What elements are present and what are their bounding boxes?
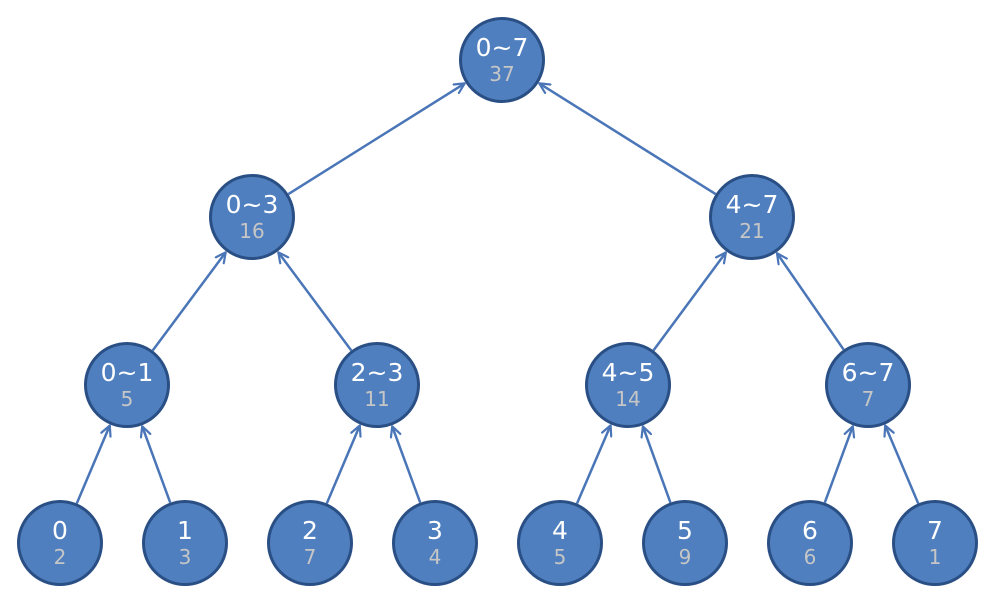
node-range: 1 xyxy=(177,516,193,545)
node-range: 0~7 xyxy=(475,33,529,62)
node-range: 0~1 xyxy=(100,358,154,387)
tree-node-0-1: 0~1 5 xyxy=(84,342,170,428)
edge-arrow-n4_7-to-n0_7 xyxy=(539,83,717,196)
node-sum: 2 xyxy=(53,545,67,569)
node-sum: 37 xyxy=(489,62,515,86)
node-range: 0~3 xyxy=(225,190,279,219)
node-range: 0 xyxy=(52,516,68,545)
tree-node-4-5: 4~5 14 xyxy=(585,342,671,428)
node-range: 3 xyxy=(427,516,443,545)
edge-arrow-n6_7-to-n4_7 xyxy=(777,253,845,351)
edge-arrow-n4_5-to-n4_7 xyxy=(652,252,726,352)
node-sum: 7 xyxy=(303,545,317,569)
node-sum: 5 xyxy=(120,387,134,411)
node-range: 5 xyxy=(677,516,693,545)
node-range: 2~3 xyxy=(350,358,404,387)
node-sum: 3 xyxy=(178,545,192,569)
node-sum: 4 xyxy=(428,545,442,569)
leaf-node-6: 6 6 xyxy=(767,500,853,586)
node-range: 2 xyxy=(302,516,318,545)
leaf-node-4: 4 5 xyxy=(517,500,603,586)
node-sum: 1 xyxy=(928,545,942,569)
leaf-node-3: 3 4 xyxy=(392,500,478,586)
leaf-node-7: 7 1 xyxy=(892,500,978,586)
edge-arrow-n0_3-to-n0_7 xyxy=(287,83,464,196)
node-sum: 7 xyxy=(861,387,875,411)
node-sum: 5 xyxy=(553,545,567,569)
edge-arrow-n1-to-n0_1 xyxy=(142,426,172,504)
node-range: 6~7 xyxy=(841,358,895,387)
node-sum: 11 xyxy=(364,387,390,411)
node-sum: 9 xyxy=(678,545,692,569)
node-sum: 14 xyxy=(615,387,641,411)
edge-arrow-n7-to-n6_7 xyxy=(885,426,920,504)
node-sum: 16 xyxy=(239,219,265,243)
tree-node-0-3: 0~3 16 xyxy=(209,174,295,260)
edge-arrow-n2-to-n2_3 xyxy=(325,426,360,504)
edge-arrow-n6-to-n6_7 xyxy=(823,426,853,504)
tree-node-4-7: 4~7 21 xyxy=(709,174,795,260)
node-sum: 21 xyxy=(739,219,765,243)
node-range: 4~7 xyxy=(725,190,779,219)
edge-arrow-n0_1-to-n0_3 xyxy=(151,252,226,352)
leaf-node-2: 2 7 xyxy=(267,500,353,586)
edge-arrow-n4-to-n4_5 xyxy=(575,425,611,504)
edge-arrow-n2_3-to-n0_3 xyxy=(278,252,353,352)
edge-arrow-n0-to-n0_1 xyxy=(75,426,110,504)
edge-arrow-n3-to-n2_3 xyxy=(392,426,422,504)
node-range: 4~5 xyxy=(601,358,655,387)
leaf-node-5: 5 9 xyxy=(642,500,728,586)
tree-node-6-7: 6~7 7 xyxy=(825,342,911,428)
edge-arrow-n5-to-n4_5 xyxy=(643,426,672,504)
node-sum: 6 xyxy=(803,545,817,569)
node-range: 6 xyxy=(802,516,818,545)
leaf-node-0: 0 2 xyxy=(17,500,103,586)
tree-node-0-7: 0~7 37 xyxy=(459,17,545,103)
tree-node-2-3: 2~3 11 xyxy=(334,342,420,428)
node-range: 7 xyxy=(927,516,943,545)
node-range: 4 xyxy=(552,516,568,545)
leaf-node-1: 1 3 xyxy=(142,500,228,586)
